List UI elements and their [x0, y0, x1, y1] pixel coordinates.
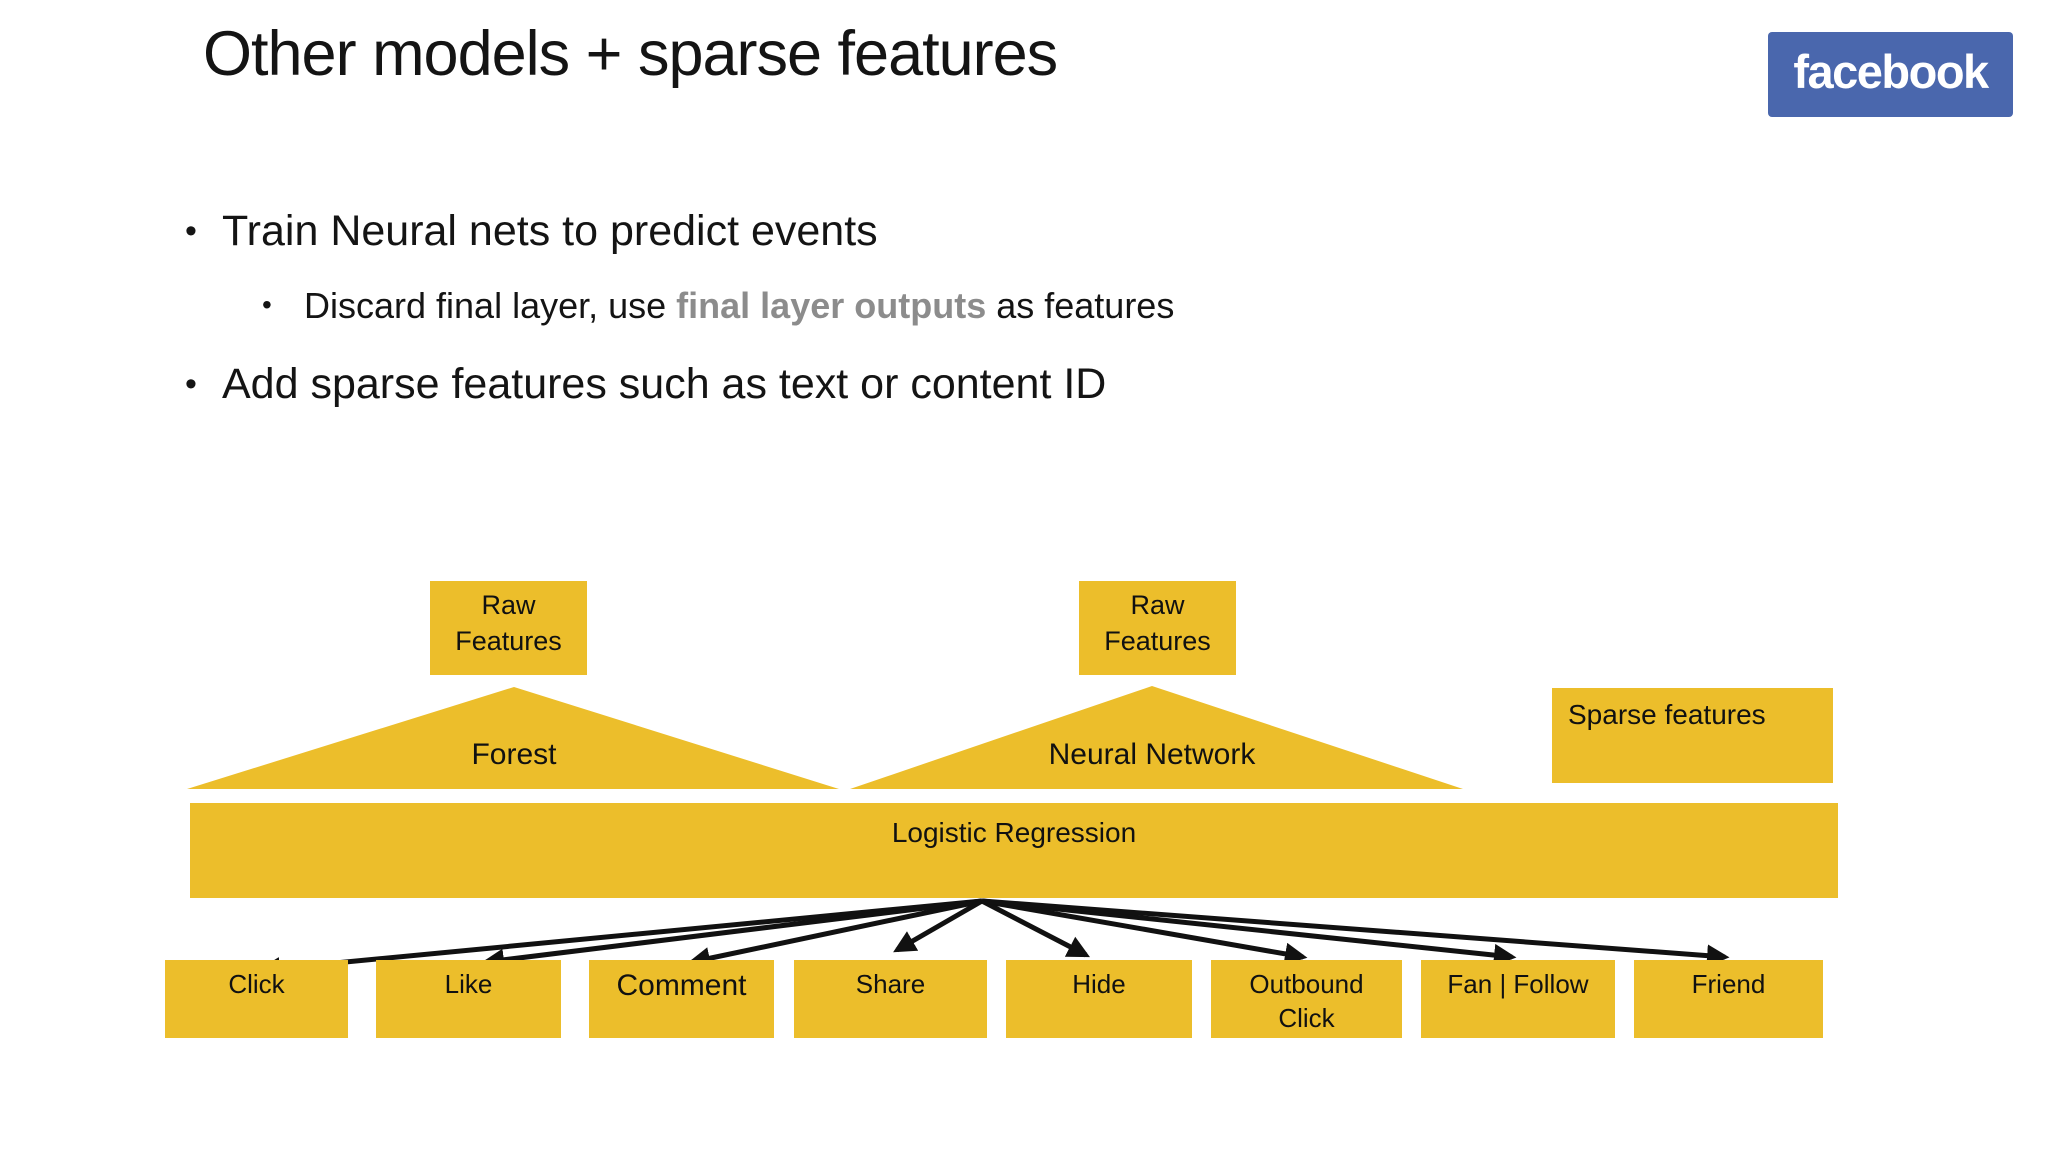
output-label: Share — [855, 969, 926, 999]
bullet-text: Discard final layer, use final layer out… — [304, 283, 1174, 328]
output-box-click: Click — [165, 960, 348, 1038]
raw-features-label-line1: Raw — [1130, 590, 1185, 620]
output-box-outbound-click: Outbound Click — [1211, 960, 1402, 1038]
output-label: Friend — [1691, 969, 1766, 999]
arrow-to-comment — [687, 898, 983, 970]
output-label: Like — [444, 969, 493, 999]
output-box-like: Like — [376, 960, 561, 1038]
arrow-to-hide — [980, 898, 1090, 958]
output-box-share: Share — [794, 960, 987, 1038]
facebook-logo: facebook — [1768, 32, 2013, 117]
output-label: Hide — [1072, 969, 1126, 999]
bullet-text: Train Neural nets to predict events — [222, 207, 878, 255]
bullet-dot-icon: • — [185, 212, 197, 250]
bullet-add-sparse-features: • Add sparse features such as text or co… — [185, 358, 1106, 412]
raw-features-label-line1: Raw — [481, 590, 536, 620]
raw-features-label-line2: Features — [455, 625, 562, 656]
bullet-discard-final-layer: • Discard final layer, use final layer o… — [262, 283, 1174, 328]
output-box-comment: Comment — [589, 960, 774, 1038]
output-label: Comment — [616, 969, 747, 1002]
logistic-regression-label: Logistic Regression — [891, 817, 1137, 848]
sub-bullet-pre: Discard final layer, use — [304, 285, 677, 326]
raw-features-box-left: Raw Features — [430, 581, 587, 675]
facebook-logo-text: facebook — [1793, 45, 1989, 98]
arrow-to-like — [481, 898, 983, 971]
bullet-train-neural-nets: • Train Neural nets to predict events — [185, 205, 878, 259]
output-label: Outbound Click — [1249, 969, 1364, 1033]
bullet-text: Add sparse features such as text or cont… — [222, 360, 1107, 408]
output-label: Fan | Follow — [1447, 969, 1589, 999]
logistic-regression-box: Logistic Regression — [190, 803, 1838, 898]
forest-label: Forest — [471, 738, 557, 771]
arrow-to-outbound-click — [981, 898, 1308, 965]
forest-triangle — [187, 687, 839, 789]
sparse-features-label: Sparse features — [1568, 699, 1766, 730]
page-title: Other models + sparse features — [203, 19, 1058, 89]
raw-features-box-right: Raw Features — [1079, 581, 1236, 675]
arrow-to-click — [257, 898, 983, 980]
sub-bullet-highlight: final layer outputs — [676, 285, 987, 326]
output-label: Click — [228, 969, 285, 999]
arrow-to-fan-follow — [981, 898, 1517, 967]
sub-bullet-post: as features — [986, 285, 1175, 326]
bullet-dot-icon: • — [185, 365, 197, 403]
arrow-to-share — [893, 898, 984, 953]
neural-network-label: Neural Network — [1048, 738, 1256, 771]
raw-features-label-line2: Features — [1104, 625, 1211, 656]
output-box-hide: Hide — [1006, 960, 1192, 1038]
sparse-features-box: Sparse features — [1552, 688, 1833, 783]
output-box-friend: Friend — [1634, 960, 1823, 1038]
bullet-dot-icon: • — [262, 289, 272, 320]
arrow-to-friend — [981, 898, 1730, 967]
output-box-fan-follow: Fan | Follow — [1421, 960, 1615, 1038]
fanout-arrows — [257, 898, 1730, 980]
neural-network-triangle — [850, 686, 1463, 789]
